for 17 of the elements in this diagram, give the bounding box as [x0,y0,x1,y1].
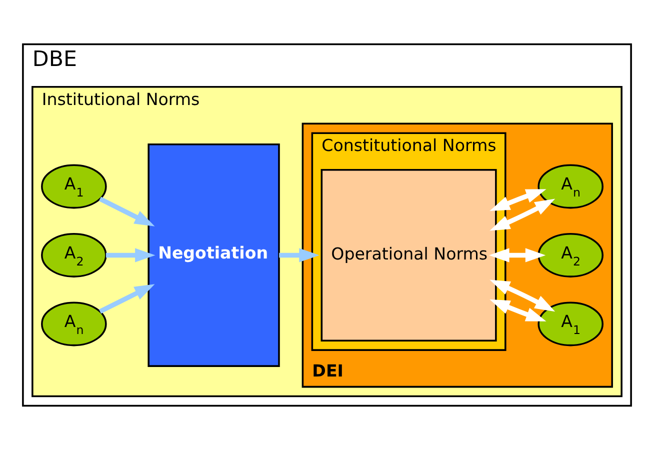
node-ellipse: A$_{2}$ [41,233,107,278]
node-ellipse: A$_{2}$ [538,233,604,278]
arrow [489,248,546,262]
node-ellipse: A$_{1}$ [538,302,604,346]
arrow [490,280,556,312]
arrow [98,196,155,226]
arrow [279,248,320,262]
arrow [490,198,556,231]
arrow [106,248,156,262]
arrow [98,284,155,314]
arrow [490,189,546,212]
node-ellipse: A$_{n}$ [41,302,107,346]
node-box: Negotiation [148,144,280,367]
node-box: Operational Norms [320,169,497,342]
node-ellipse: A$_{1}$ [41,164,107,209]
arrow [490,299,546,322]
node-ellipse: A$_{n}$ [538,164,604,209]
